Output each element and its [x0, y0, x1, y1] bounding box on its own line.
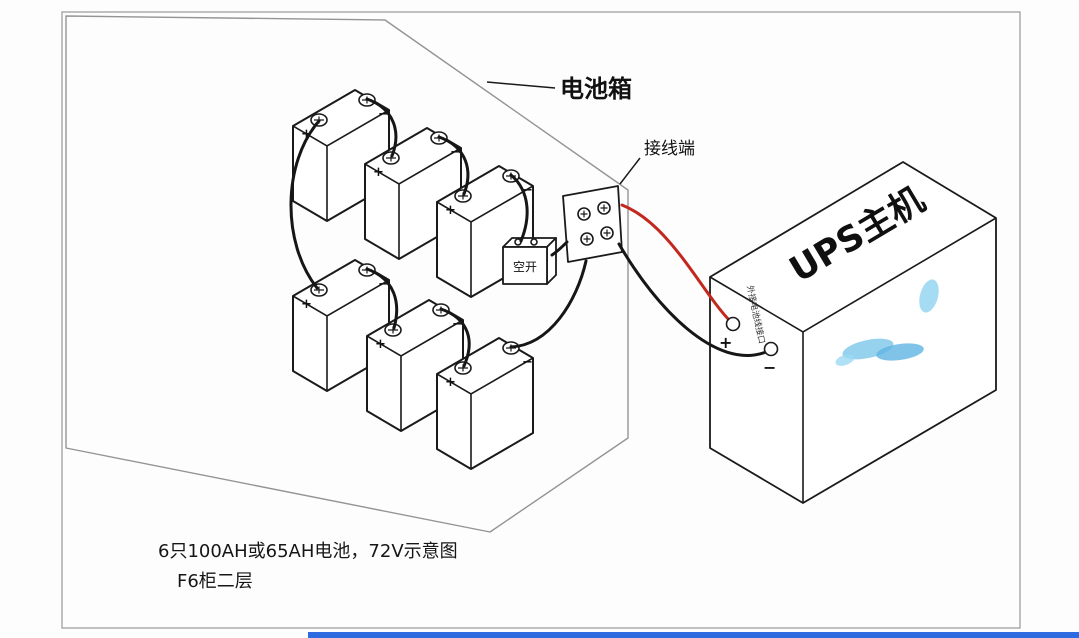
breaker-link-wire [550, 240, 569, 257]
series-wire-2 [437, 135, 470, 196]
series-wire-4 [365, 267, 399, 330]
red-positive-wire [620, 203, 732, 323]
series-wire-5 [439, 307, 471, 368]
ups-box: UPS主机 外接电池线接口 [709, 161, 997, 504]
bottom-blue-bar [308, 632, 1079, 638]
ups-terminals: + − [719, 316, 779, 377]
ups-body [709, 161, 997, 504]
breaker-label: 空开 [513, 260, 537, 274]
frame-border [61, 11, 1021, 629]
terminal-leader-line [619, 157, 641, 185]
breaker-box: 空开 [502, 237, 557, 285]
caption-line2: F6柜二层 [177, 571, 253, 592]
caption-line1: 6只100AH或65AH电池，72V示意图 [158, 541, 458, 562]
series-wire-1 [365, 97, 398, 158]
series-wire-3 [509, 173, 529, 243]
battery-box-leader-line [486, 81, 556, 89]
series-wire-row-link [289, 119, 321, 290]
terminal-block [562, 185, 623, 263]
ups-plus-terminal [725, 316, 741, 332]
ups-minus-terminal [763, 341, 779, 357]
ups-plus-mark: + [719, 333, 732, 352]
ups-minus-mark: − [763, 358, 776, 377]
black-negative-wire [617, 242, 768, 357]
battery-box-label: 电池箱 [560, 75, 632, 103]
ups-edges [709, 217, 997, 503]
terminal-block-label: 接线端 [644, 139, 695, 159]
battery-box-wireframe [65, 15, 629, 533]
series-wire-6 [509, 259, 588, 349]
watermark-smudge [835, 279, 939, 366]
